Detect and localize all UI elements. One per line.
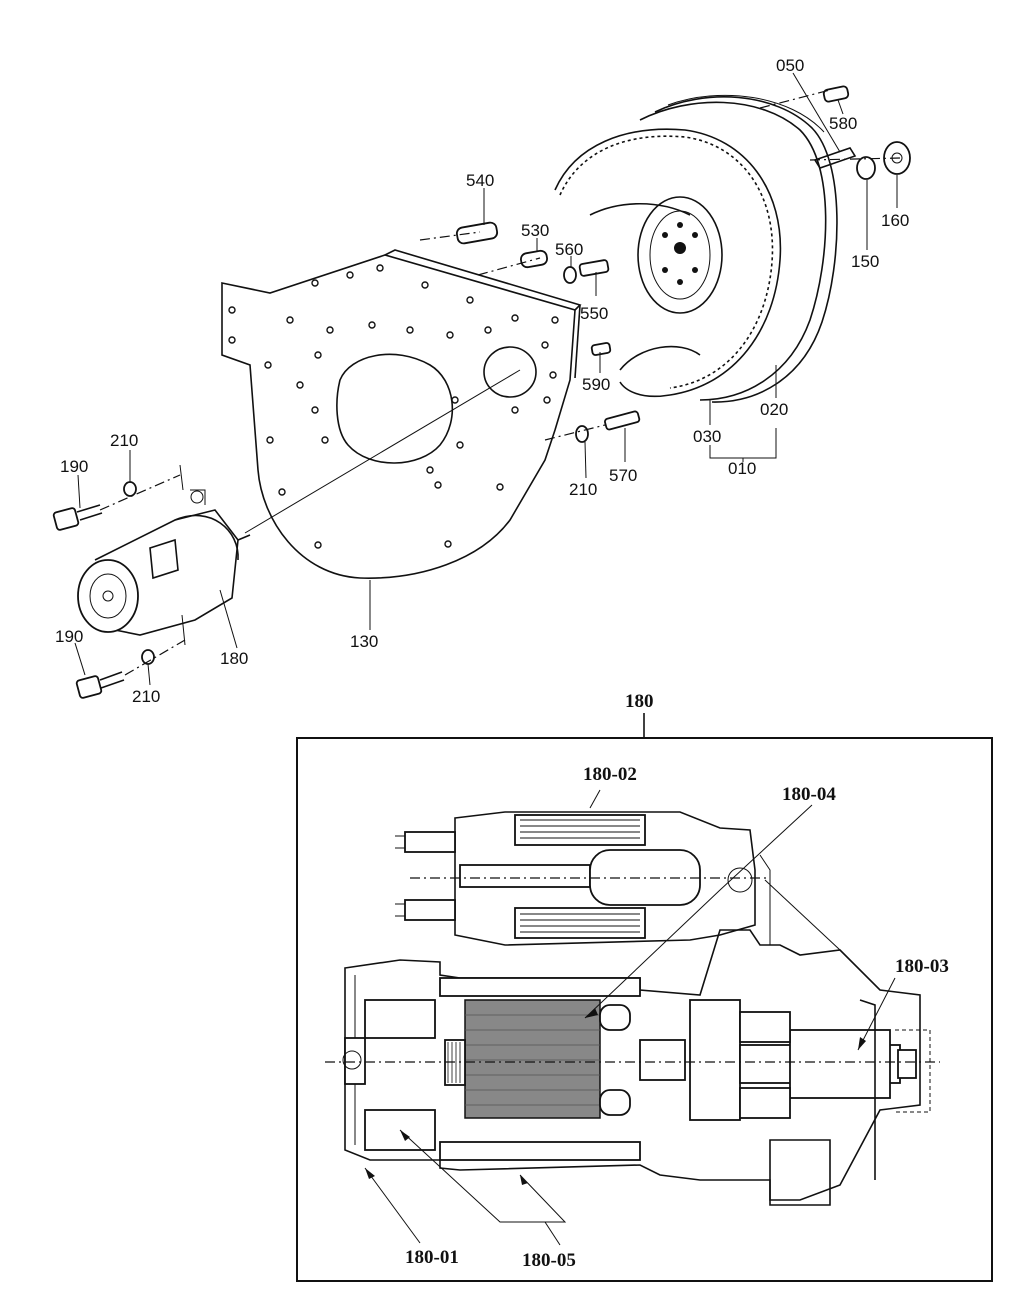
label-210-bottom: 210 [132, 687, 160, 706]
label-530: 530 [521, 221, 549, 240]
label-020: 020 [760, 400, 788, 419]
label-580: 580 [829, 114, 857, 133]
label-180: 180 [220, 649, 248, 668]
upper-leaders [74, 72, 898, 686]
flywheel-assembly [554, 94, 838, 403]
flywheel-bolts [759, 85, 911, 180]
label-210-right: 210 [569, 480, 597, 499]
detail-label-180-04: 180-04 [782, 784, 836, 805]
detail-label-180-01: 180-01 [405, 1247, 459, 1268]
detail-title-180: 180 [625, 691, 654, 712]
label-030: 030 [693, 427, 721, 446]
label-010: 010 [728, 459, 756, 478]
detail-label-180-02: 180-02 [583, 764, 637, 785]
detail-label-180-05: 180-05 [522, 1250, 576, 1271]
label-560: 560 [555, 240, 583, 259]
label-540: 540 [466, 171, 494, 190]
label-150: 150 [851, 252, 879, 271]
detail-leaders [364, 789, 896, 1246]
plate-hardware [419, 221, 641, 443]
label-050: 050 [776, 56, 804, 75]
label-210-top: 210 [110, 431, 138, 450]
label-570: 570 [609, 466, 637, 485]
label-160: 160 [881, 211, 909, 230]
label-590: 590 [582, 375, 610, 394]
label-130: 130 [350, 632, 378, 651]
starter-motor-small [52, 369, 521, 699]
starter-cutaway [325, 811, 940, 1206]
label-190-top: 190 [60, 457, 88, 476]
housing-plate [221, 249, 582, 579]
armature-core [464, 999, 601, 1119]
detail-label-180-03: 180-03 [895, 956, 949, 977]
detail-frame [296, 737, 993, 1282]
label-550: 550 [580, 304, 608, 323]
label-190-bottom: 190 [55, 627, 83, 646]
